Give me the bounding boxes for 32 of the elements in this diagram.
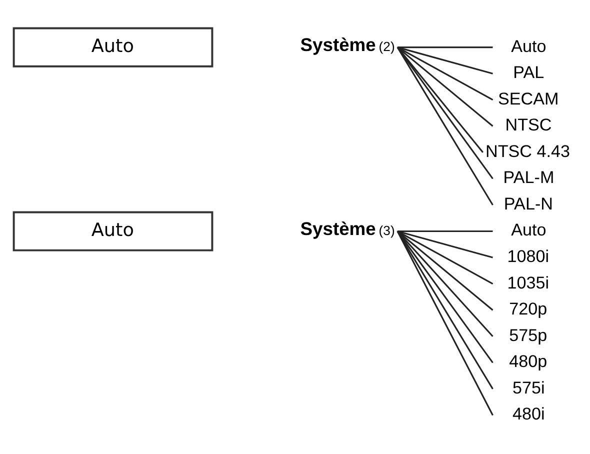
node-text: Auto [511,220,546,240]
node-text: Système (3) [300,218,395,239]
node-text: 1080i [507,247,550,266]
connector [398,230,493,232]
node-text: Auto [511,36,546,56]
node-text: 575p [509,326,548,345]
connector [397,46,493,74]
node-box: Auto [12,211,214,252]
connector [397,46,494,101]
node-text: NTSC [505,116,552,135]
connector [396,46,484,153]
node-box: Auto [12,27,214,68]
connector [398,46,493,48]
connector [397,46,494,127]
node-text: PAL-N [504,194,553,214]
node-text: 720p [509,300,548,319]
connector [397,230,494,285]
connector [396,230,494,364]
connector [396,46,494,180]
connector [397,230,493,258]
node-text: PAL-M [503,168,554,188]
node-text: SECAM [498,89,559,108]
connector [397,230,494,311]
node-text: 480p [509,352,548,372]
node-text: PAL [513,63,544,82]
connector [396,46,494,206]
node-text: 480i [512,404,545,424]
node-text: 575i [512,378,545,398]
connector [396,230,494,337]
node-text: Système (2) [300,34,395,55]
node-text: 1035i [507,273,550,292]
node-text: NTSC 4.43 [486,142,570,161]
